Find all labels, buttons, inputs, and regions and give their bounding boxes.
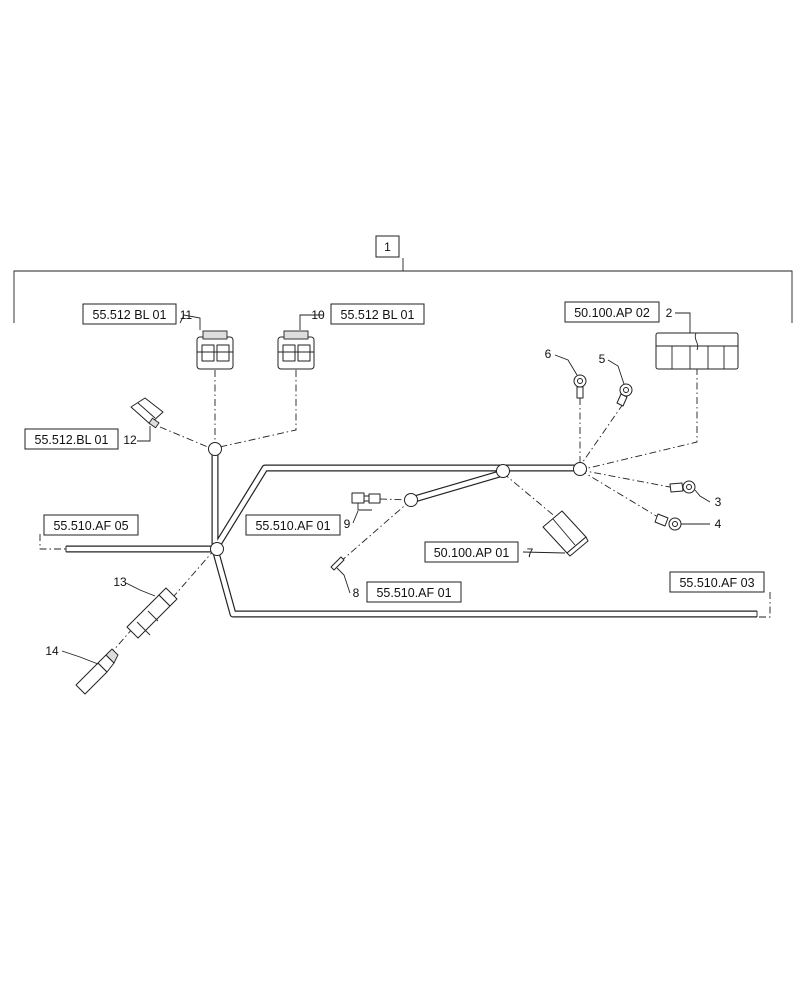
ref-box-2: 50.100.AP 02 — [564, 301, 660, 323]
item-number-7: 7 — [527, 546, 534, 560]
junction-node — [208, 442, 222, 456]
ring-terminal-part-6 — [573, 374, 587, 399]
connector-part-12 — [130, 397, 164, 429]
item-number-6: 6 — [545, 347, 552, 361]
junction-node — [210, 542, 224, 556]
item-number-13: 13 — [113, 575, 127, 589]
ref-box-8: 55.510.AF 01 — [366, 581, 462, 603]
harness-trunk — [65, 448, 758, 618]
connector-part-9 — [351, 492, 381, 511]
ref-text: 55.512.BL 01 — [35, 433, 109, 447]
connector-part-2 — [655, 332, 739, 370]
ring-terminal-part-4 — [654, 513, 682, 531]
ring-terminal-part-3 — [669, 480, 696, 494]
ref-text: 50.100.AP 01 — [434, 546, 510, 560]
item-number-5: 5 — [599, 352, 606, 366]
ref-box-10: 55.512 BL 01 — [330, 303, 425, 325]
leader-lines — [39, 368, 771, 653]
module-part-7 — [542, 510, 589, 557]
junction-node — [404, 493, 418, 507]
ref-text: 55.510.AF 01 — [376, 586, 451, 600]
pin-part-8 — [330, 556, 345, 571]
ref-box-12: 55.512.BL 01 — [24, 428, 119, 450]
item-number-12: 12 — [123, 433, 137, 447]
junction-node — [573, 462, 587, 476]
item-number-2: 2 — [666, 306, 673, 320]
ref-text: 50.100.AP 02 — [574, 306, 650, 320]
ref-box-af05: 55.510.AF 05 — [43, 514, 139, 536]
sensor-part-14 — [75, 648, 119, 695]
assembly-bracket: 1 — [13, 235, 793, 323]
ref-text: 55.510.AF 03 — [679, 576, 754, 590]
ref-box-9: 55.510.AF 01 — [245, 514, 341, 536]
junction-node — [496, 464, 510, 478]
item-number-8: 8 — [353, 586, 360, 600]
item-number-4: 4 — [715, 517, 722, 531]
callout-1: 1 — [384, 240, 391, 254]
connector-part-11 — [196, 330, 234, 370]
ref-box-af03: 55.510.AF 03 — [669, 571, 765, 593]
item-number-14: 14 — [45, 644, 59, 658]
item-numbers: 11 10 2 12 6 5 3 4 9 7 8 13 14 — [45, 306, 721, 658]
item-leaders — [61, 312, 711, 665]
ref-box-11: 55.512 BL 01 — [82, 303, 177, 325]
item-number-3: 3 — [715, 495, 722, 509]
ref-text: 55.510.AF 01 — [255, 519, 330, 533]
junction-nodes — [208, 442, 587, 556]
connector-part-10 — [277, 330, 315, 370]
ring-terminal-part-5 — [616, 383, 633, 407]
ref-box-7: 50.100.AP 01 — [424, 541, 519, 563]
item-number-9: 9 — [344, 517, 351, 531]
connector-part-13 — [126, 587, 178, 639]
ref-text: 55.512 BL 01 — [341, 308, 415, 322]
ref-text: 55.512 BL 01 — [93, 308, 167, 322]
ref-text: 55.510.AF 05 — [53, 519, 128, 533]
